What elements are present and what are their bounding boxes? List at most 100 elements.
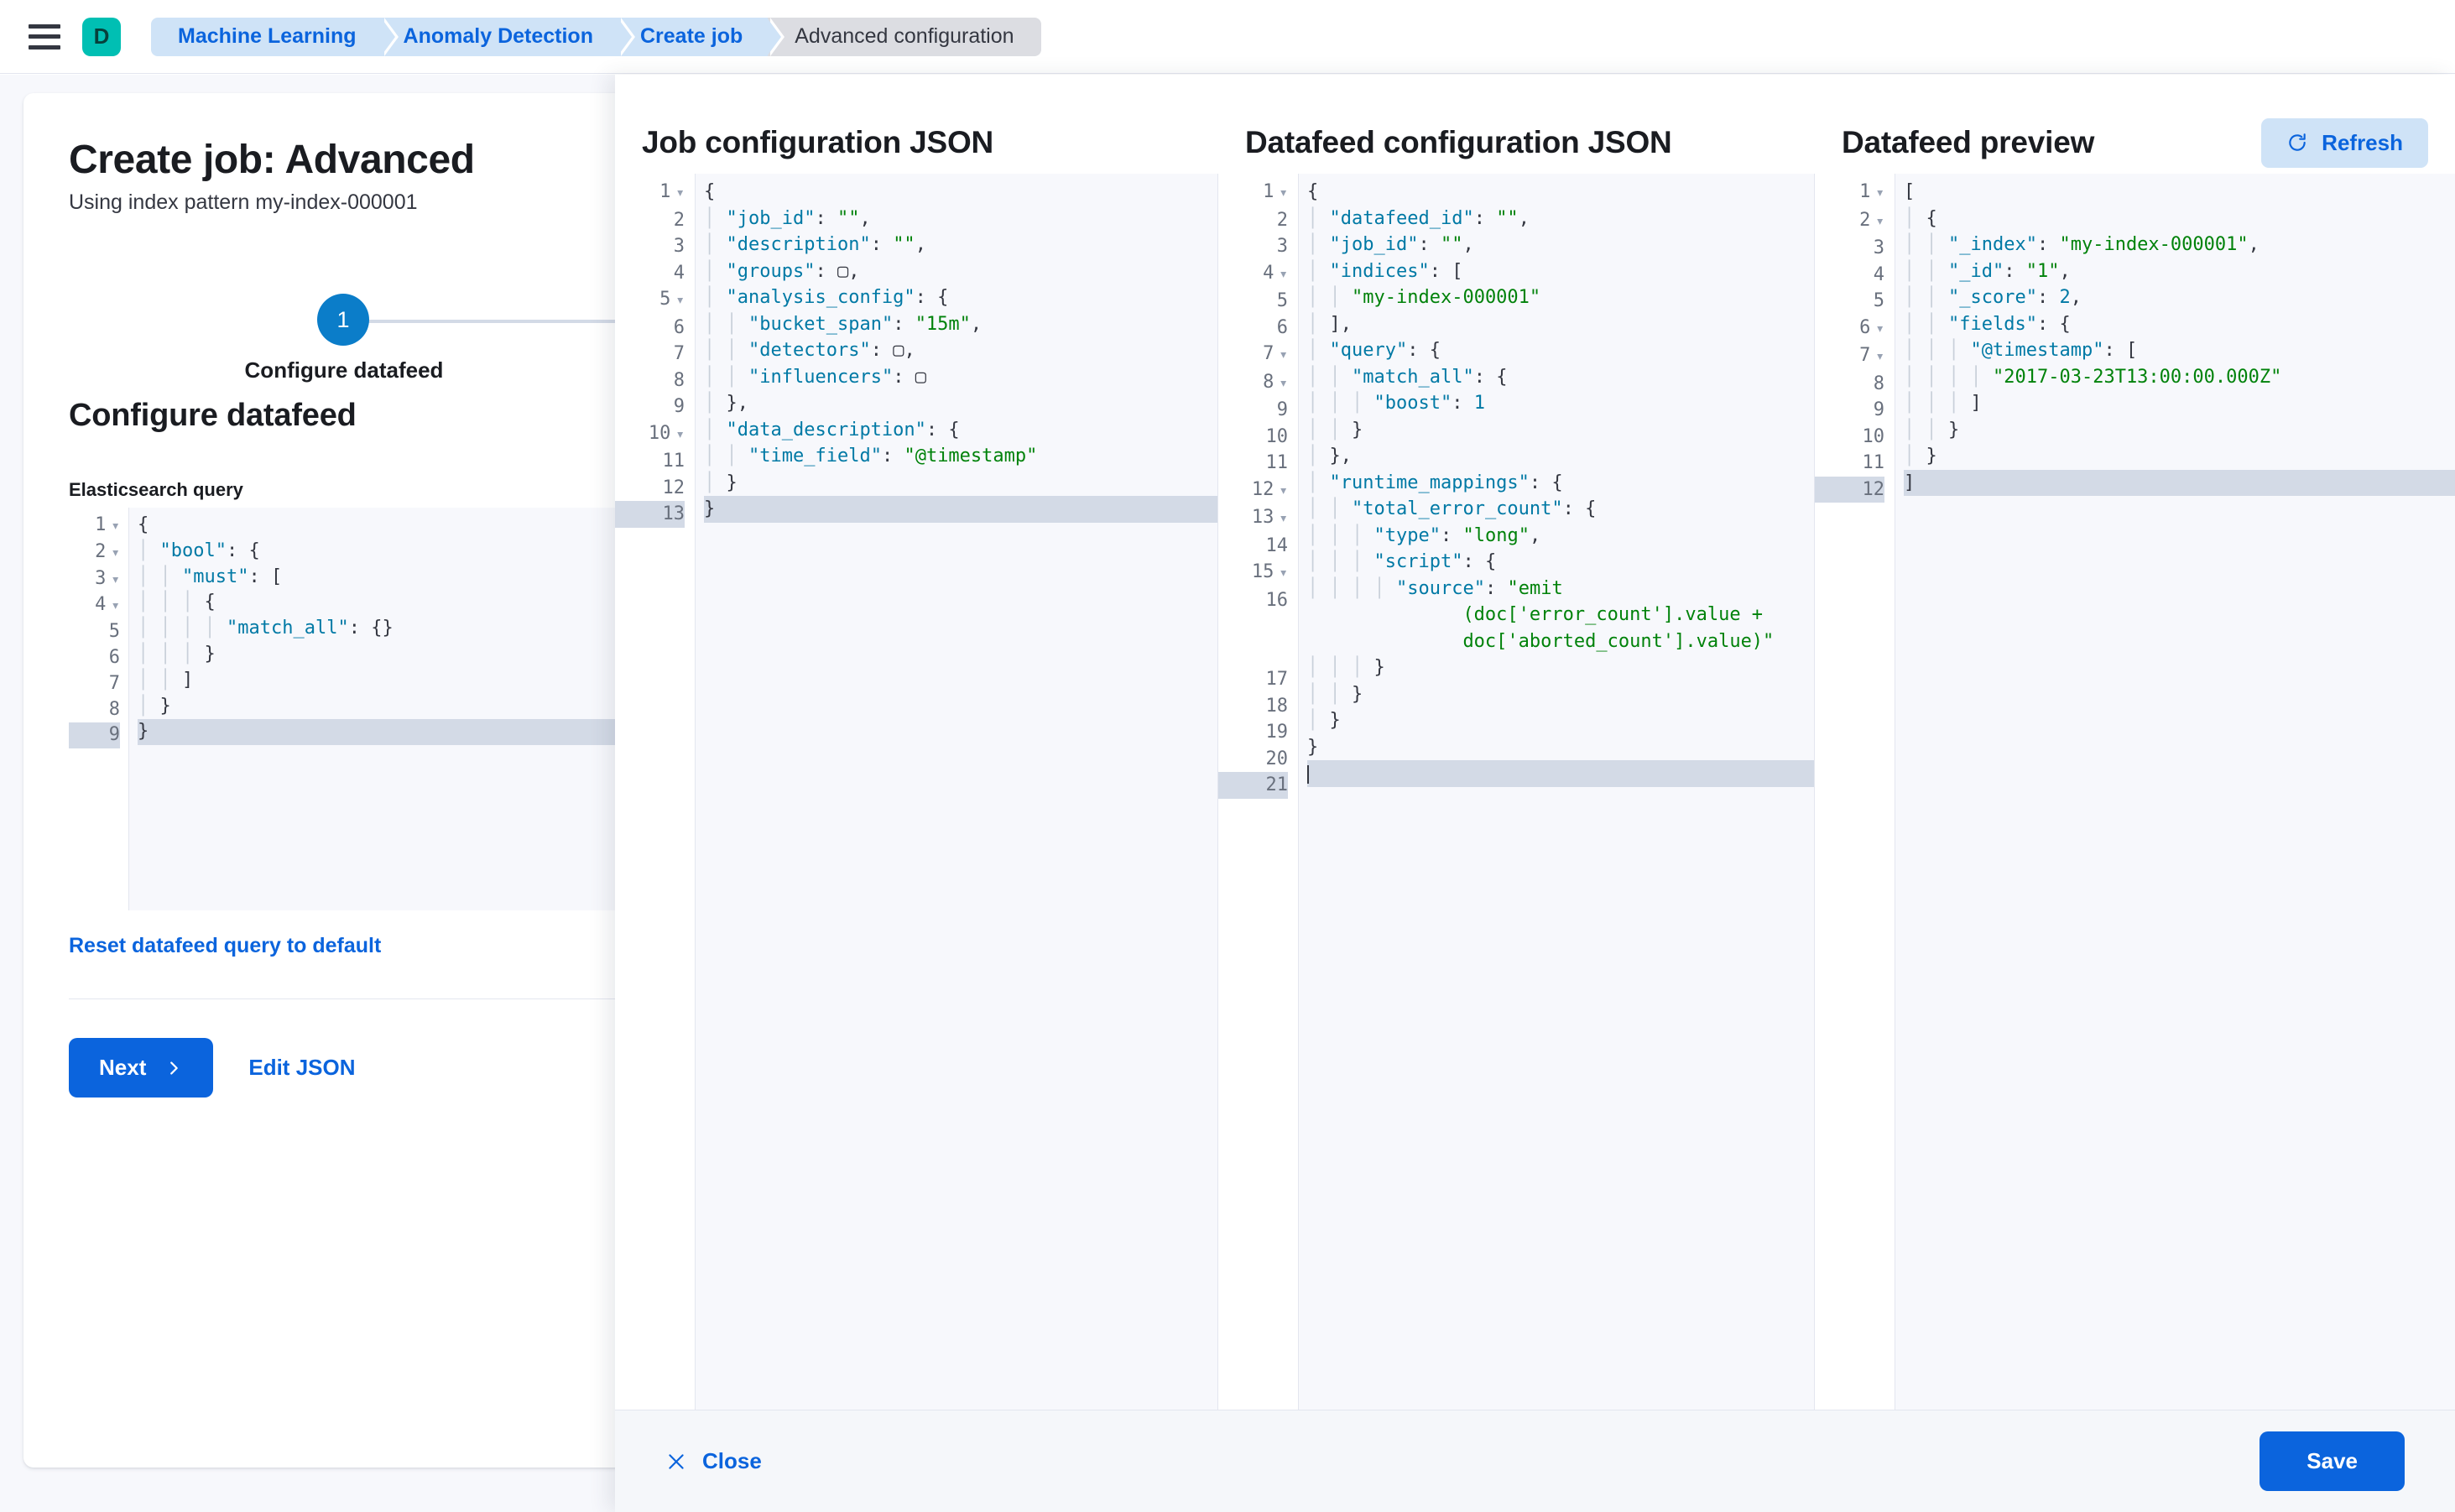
code-line: │ │ "my-index-000001": [1307, 287, 1541, 308]
datafeed-preview-title: Datafeed preview: [1842, 125, 2095, 159]
line-number: 3: [673, 236, 685, 257]
code-line: │ │ }: [1307, 683, 1363, 705]
code-line-continuation: (doc['error_count'].value +: [1462, 604, 1764, 625]
code-line: │ │ │ │ "source": "emit: [1307, 577, 1563, 599]
code-line: │ │ "match_all": {: [1307, 366, 1508, 388]
line-number: 21: [1218, 772, 1288, 799]
code-line: │ "datafeed_id": "",: [1307, 207, 1530, 229]
code-line: │ }: [138, 695, 171, 717]
code-line: {: [704, 181, 716, 202]
column-divider: [1814, 174, 1815, 1410]
step-circle-1[interactable]: 1: [317, 294, 369, 346]
line-number: 7▾: [1263, 343, 1288, 364]
line-number: 8: [108, 698, 120, 720]
code-line: │ "analysis_config": {: [704, 287, 949, 308]
code-line: │ │ │ "boost": 1: [1307, 393, 1485, 414]
code-line: │ │ "must": [: [138, 566, 283, 587]
line-number: 10▾: [648, 422, 685, 444]
refresh-icon: [2286, 132, 2308, 154]
refresh-button[interactable]: Refresh: [2261, 117, 2428, 168]
code-line: │ │ "detectors": ▢,: [704, 340, 915, 361]
code-line: }: [704, 496, 1217, 523]
reset-datafeed-query-link[interactable]: Reset datafeed query to default: [69, 934, 382, 957]
code-line: │ │ │ "script": {: [1307, 551, 1497, 572]
line-number: 12: [662, 477, 685, 498]
code-line: │ │ │ "@timestamp": [: [1904, 340, 2138, 361]
line-number: 7: [108, 672, 120, 694]
editor-code[interactable]: [│ {│ │ "_index": "my-index-000001",│ │ …: [1895, 174, 2455, 1410]
line-number: 1▾: [95, 514, 120, 535]
code-line: │ "query": {: [1307, 340, 1441, 361]
next-button-label: Next: [99, 1055, 147, 1080]
editor-code[interactable]: {│ "datafeed_id": "",│ "job_id": "",│ "i…: [1299, 174, 1814, 1410]
line-number: 2: [673, 209, 685, 231]
refresh-button-label: Refresh: [2322, 129, 2403, 155]
avatar[interactable]: D: [82, 17, 121, 56]
job-configuration-header: Job configuration JSON: [615, 112, 1217, 174]
code-line: │ │ "total_error_count": {: [1307, 498, 1597, 519]
code-line: │ │ │ }: [1307, 657, 1385, 678]
code-line: │ │ "_score": 2,: [1904, 287, 2082, 308]
code-line-continuation: doc['aborted_count'].value)": [1462, 630, 1775, 652]
line-number: 11: [662, 451, 685, 472]
line-number: 3: [1873, 237, 1884, 258]
code-line: │ "indices": [: [1307, 260, 1463, 282]
code-line: │ "bool": {: [138, 540, 260, 561]
edit-json-button[interactable]: Edit JSON: [248, 1055, 356, 1080]
breadcrumb-item-anomaly-detection[interactable]: Anomaly Detection: [381, 17, 636, 56]
line-number: 17: [1265, 669, 1289, 690]
line-number: 10: [1265, 425, 1289, 447]
code-line: │ ],: [1307, 313, 1352, 335]
code-line: │ │ "_index": "my-index-000001",: [1904, 234, 2260, 255]
code-line: │ │ │ ]: [1904, 393, 1982, 414]
close-button-label: Close: [702, 1448, 762, 1473]
line-number: 1▾: [1263, 181, 1288, 202]
code-line: │ │ }: [1904, 419, 1960, 441]
line-number: 2▾: [95, 540, 120, 562]
elasticsearch-query-label: Elasticsearch query: [69, 479, 243, 500]
close-button[interactable]: Close: [665, 1448, 762, 1474]
editor-code[interactable]: { │ "job_id": "", │ "description": "", │ "g…: [696, 174, 1217, 1410]
line-number: 11: [1862, 452, 1885, 473]
code-line: [1307, 760, 1814, 787]
line-number: 9: [673, 396, 685, 417]
code-line: │ │ ]: [138, 669, 194, 691]
line-number-continuation: [1218, 613, 1288, 640]
page-title: Create job: Advanced: [69, 138, 475, 182]
code-line: │ "job_id": "",: [704, 207, 871, 229]
save-button[interactable]: Save: [2260, 1431, 2405, 1491]
next-button[interactable]: Next: [69, 1038, 214, 1098]
hamburger-menu-icon[interactable]: [29, 23, 60, 50]
line-number: 2▾: [1859, 209, 1884, 231]
line-number: 6: [1276, 316, 1288, 338]
code-line: │ │ "influencers": ▢: [704, 366, 926, 388]
breadcrumb-item-create-job[interactable]: Create job: [618, 17, 785, 56]
line-number: 7▾: [1859, 345, 1884, 366]
line-number: 3▾: [95, 567, 120, 589]
code-line: │ "description": "",: [704, 234, 926, 255]
line-number: 5▾: [659, 289, 685, 310]
breadcrumb-item-machine-learning[interactable]: Machine Learning: [151, 17, 399, 56]
datafeed-preview-header: Datafeed preview Refresh: [1815, 112, 2455, 174]
code-line: │ "job_id": "",: [1307, 234, 1474, 255]
breadcrumb: Machine Learning Anomaly Detection Creat…: [151, 17, 1041, 56]
code-line: {: [138, 514, 149, 535]
line-number: 4: [1873, 263, 1884, 285]
line-number: 4: [673, 262, 685, 284]
line-number: 2: [1276, 209, 1288, 231]
line-number: 6: [108, 646, 120, 668]
code-line: ]: [1904, 469, 2455, 496]
code-line: │ │ }: [1307, 419, 1363, 441]
line-number: 13: [615, 501, 685, 528]
step-label-configure-datafeed: Configure datafeed: [244, 357, 444, 383]
code-line: │ "groups": ▢,: [704, 260, 860, 282]
code-line: │ }: [704, 472, 738, 493]
line-number: 3: [1276, 236, 1288, 257]
top-navigation-bar: D Machine Learning Anomaly Detection Cre…: [0, 0, 2455, 74]
